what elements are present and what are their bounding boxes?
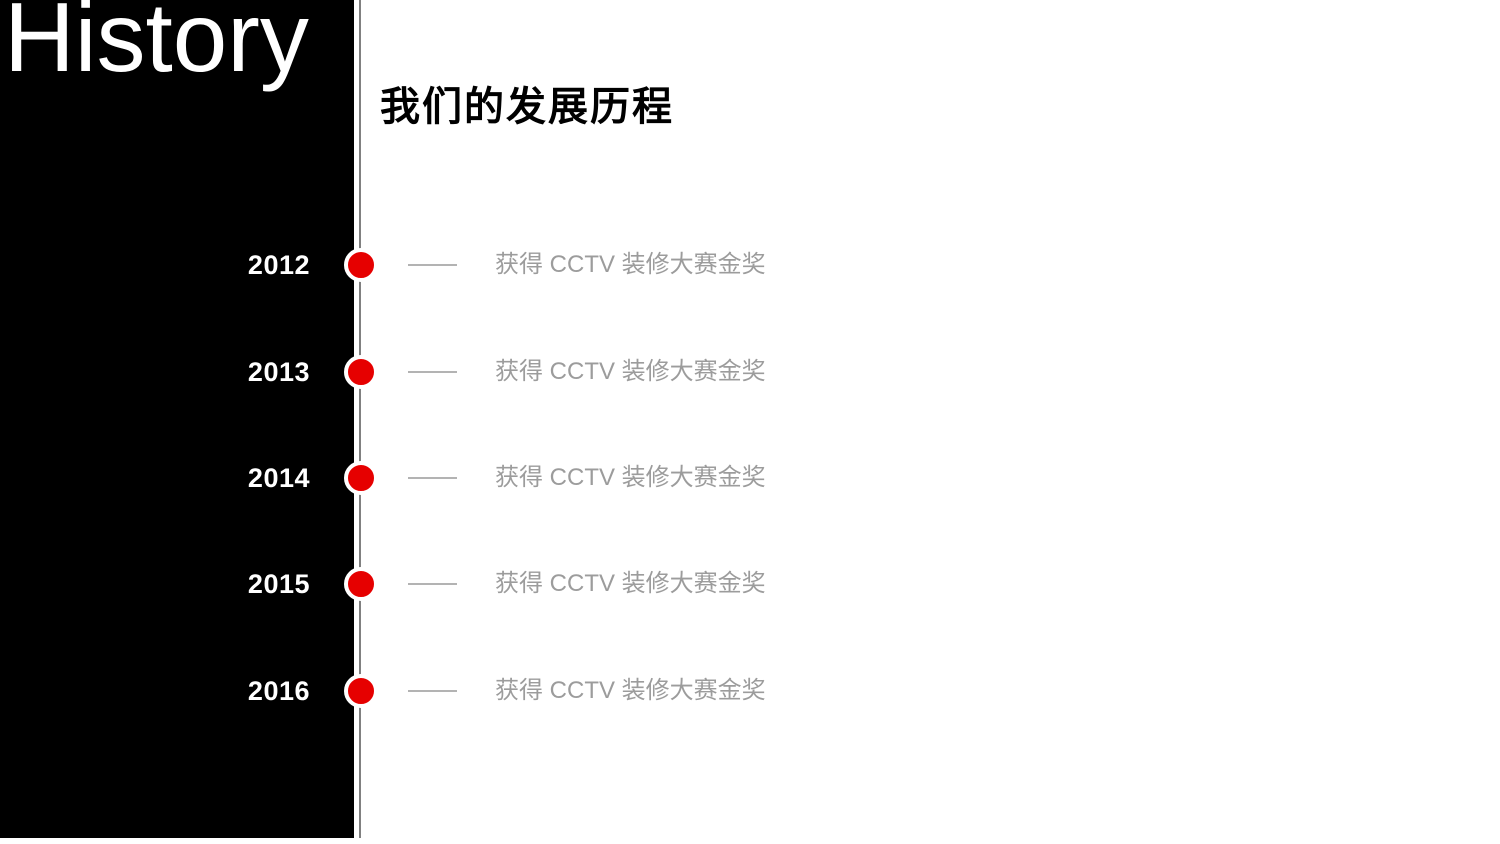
year-label: 2014 [247, 463, 310, 493]
sidebar-panel: History [0, 0, 354, 838]
year-label: 2015 [247, 569, 310, 599]
sidebar-title: History [4, 0, 309, 92]
timeline-dot-icon [344, 567, 378, 601]
timeline-item-2013: 2013 获得 CCTV 装修大赛金奖 [0, 355, 1500, 389]
timeline-item-2014: 2014 获得 CCTV 装修大赛金奖 [0, 461, 1500, 495]
year-label: 2016 [247, 676, 310, 706]
connector-line [408, 583, 457, 585]
year-label: 2012 [247, 250, 310, 280]
timeline-dot-icon [344, 355, 378, 389]
milestone-description: 获得 CCTV 装修大赛金奖 [495, 358, 766, 385]
milestone-description: 获得 CCTV 装修大赛金奖 [495, 464, 766, 491]
milestone-description: 获得 CCTV 装修大赛金奖 [495, 251, 766, 278]
timeline-item-2015: 2015 获得 CCTV 装修大赛金奖 [0, 567, 1500, 601]
connector-line [408, 371, 457, 373]
timeline-dot-icon [344, 248, 378, 282]
year-label: 2013 [247, 357, 310, 387]
timeline-item-2016: 2016 获得 CCTV 装修大赛金奖 [0, 674, 1500, 708]
milestone-description: 获得 CCTV 装修大赛金奖 [495, 570, 766, 597]
timeline-item-2012: 2012 获得 CCTV 装修大赛金奖 [0, 248, 1500, 282]
timeline-axis-line [359, 0, 361, 838]
connector-line [408, 477, 457, 479]
connector-line [408, 690, 457, 692]
timeline-dot-icon [344, 674, 378, 708]
timeline-dot-icon [344, 461, 378, 495]
slide-heading: 我们的发展历程 [380, 85, 674, 129]
milestone-description: 获得 CCTV 装修大赛金奖 [495, 677, 766, 704]
connector-line [408, 264, 457, 266]
